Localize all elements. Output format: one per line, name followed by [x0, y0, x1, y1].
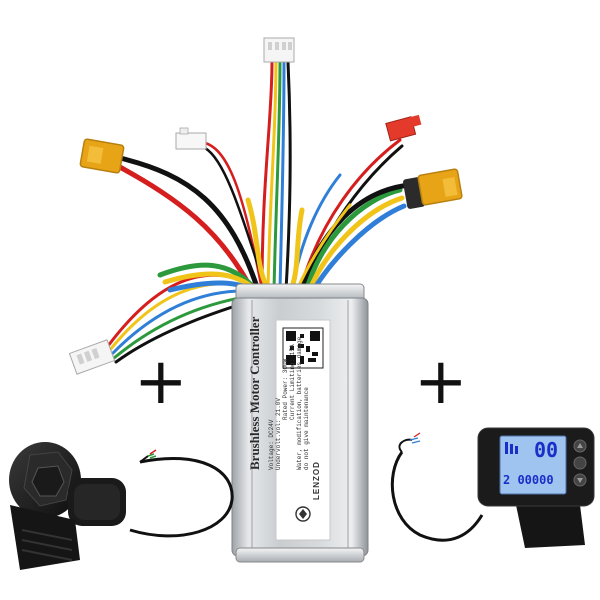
lcd-speed: 00 — [534, 438, 559, 462]
plus-sign-right: + — [414, 345, 468, 419]
qr-code — [282, 327, 324, 369]
mode-button[interactable] — [573, 456, 587, 470]
lcd-odometer: 2 00000 — [503, 473, 554, 487]
label-line-undervolt: Undervolt.vol: 21.0V — [275, 397, 282, 470]
small-white-connector-left — [175, 127, 207, 150]
xt-connector-right — [403, 168, 463, 209]
lcd-display-unit — [390, 427, 595, 548]
lcd-odometer-area: 2 00000 — [503, 470, 567, 490]
label-line-warning-1: Water, modification, batteries damage, — [296, 333, 303, 470]
brand-name: LENZOD — [312, 461, 321, 500]
label-line-current: Current Limiting: 15A — [289, 344, 296, 420]
xt-connector-left — [79, 138, 125, 174]
plus-sign-left: + — [134, 345, 188, 419]
thumb-throttle — [9, 442, 234, 570]
lcd-speed-area: 00 — [534, 438, 566, 462]
controller-title: Brushless Motor Controller — [247, 316, 262, 470]
label-line-warning-2: do not give maintenance — [303, 387, 310, 470]
brand-logo — [295, 506, 311, 522]
red-connector-right — [385, 114, 422, 142]
label-line-voltage: Voltage: DC24V — [268, 419, 275, 470]
top-white-connector — [263, 37, 295, 63]
white-connector-left-bottom — [68, 339, 116, 375]
label-line-power: Rated Power: 300W — [282, 358, 289, 420]
